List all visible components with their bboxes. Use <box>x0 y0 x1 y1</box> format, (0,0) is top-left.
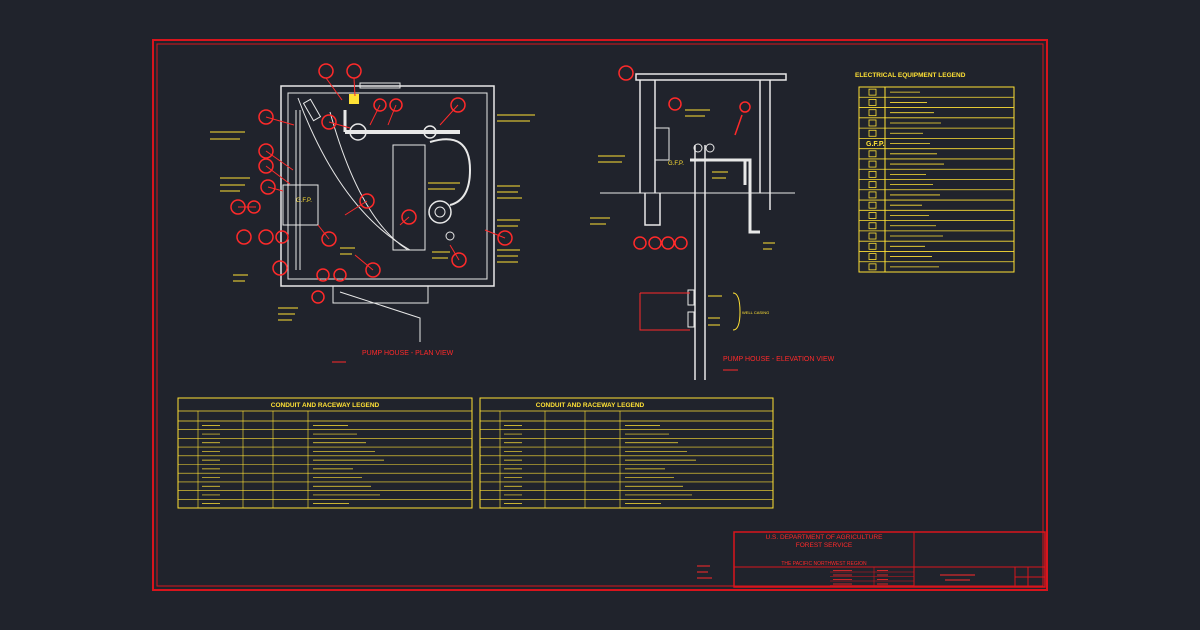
well-casing <box>694 145 706 380</box>
plan-view: G.F.P. <box>210 63 535 363</box>
legend-symbol <box>868 160 877 168</box>
electrical-legend-title: ELECTRICAL EQUIPMENT LEGEND <box>855 72 966 79</box>
gauge-1 <box>693 143 703 153</box>
legend-gfp-symbol: G.F.P. <box>866 141 885 148</box>
legend-symbol <box>868 242 877 250</box>
roof <box>635 73 787 81</box>
plan-inner-wall <box>287 92 488 280</box>
legend-symbol <box>868 119 877 127</box>
gauge-2 <box>705 143 715 153</box>
inner-border <box>156 43 1044 587</box>
pressure-tank <box>392 144 426 251</box>
legend-symbol <box>868 201 877 209</box>
legend-symbol <box>868 222 877 230</box>
pump-inner <box>434 206 446 218</box>
agency-line-1: U.S. DEPARTMENT OF AGRICULTURE <box>766 534 884 541</box>
pump-pipe-loop <box>429 138 472 206</box>
footing-left <box>644 193 661 226</box>
conduit-legend-right: CONDUIT AND RACEWAY LEGEND <box>479 397 774 509</box>
pump-circle <box>428 200 452 224</box>
plan-leaders <box>238 77 506 271</box>
plan-outer-wall <box>280 85 495 287</box>
pump-bracket <box>732 292 741 331</box>
conduit-left-title: CONDUIT AND RACEWAY LEGEND <box>271 402 380 409</box>
sheet-title-marks <box>940 574 975 581</box>
light-fixture <box>302 98 322 122</box>
elevation-notes <box>590 109 775 326</box>
plan-door-frame <box>332 285 429 304</box>
legend-symbol <box>868 263 877 271</box>
legend-symbol <box>868 232 877 240</box>
elevation-callouts <box>618 65 751 250</box>
electrical-legend: ELECTRICAL EQUIPMENT LEGEND G.F.P. <box>855 72 1015 273</box>
conduit-right-title: CONDUIT AND RACEWAY LEGEND <box>536 402 645 409</box>
plan-notes <box>210 114 535 321</box>
legend-rows <box>859 88 1014 271</box>
conduit-left-box <box>177 397 473 509</box>
valve-circle <box>445 231 455 241</box>
legend-symbol <box>868 150 877 158</box>
legend-symbol <box>868 170 877 178</box>
agency-line-2: FOREST SERVICE <box>796 542 853 549</box>
plan-callouts <box>230 63 513 304</box>
legend-symbol <box>868 129 877 137</box>
title-block: U.S. DEPARTMENT OF AGRICULTURE FOREST SE… <box>697 531 1046 588</box>
plan-junction-box <box>349 94 359 104</box>
swing-arc-2 <box>329 111 409 251</box>
outer-border <box>152 39 1048 591</box>
elev-leader <box>734 114 743 136</box>
door-swing <box>339 291 421 342</box>
well-casing-label: WELL CASING <box>742 310 769 315</box>
legend-symbol <box>868 88 877 96</box>
legend-symbol <box>868 109 877 117</box>
wall-conduit <box>295 110 301 270</box>
pump-body <box>687 311 695 328</box>
legend-symbol <box>868 99 877 106</box>
legend-symbol <box>868 253 877 260</box>
elevation-view: G.F.P. WELL CASING PUMP HOUSE - ELEVATIO… <box>590 65 835 380</box>
title-block-box <box>733 531 1046 588</box>
conduit-right-box <box>479 397 774 509</box>
plan-roof-vent <box>359 82 401 89</box>
pump-motor <box>687 289 695 306</box>
revision-marks <box>697 565 712 579</box>
legend-symbol <box>868 181 877 189</box>
legend-symbol <box>868 191 877 199</box>
elev-panel <box>654 127 670 161</box>
plan-view-title: PUMP HOUSE - PLAN VIEW <box>362 350 454 357</box>
pipe-valve-2 <box>423 125 437 139</box>
well-dim <box>639 292 690 331</box>
legend-symbol <box>868 212 877 219</box>
gfp-plan-label: G.F.P. <box>296 198 312 204</box>
elevation-view-title: PUMP HOUSE - ELEVATION VIEW <box>723 356 835 363</box>
elev-pipe <box>690 158 760 234</box>
conduit-legend-left: CONDUIT AND RACEWAY LEGEND <box>177 397 473 509</box>
region-line: THE PACIFIC NORTHWEST REGION <box>781 561 867 567</box>
gfp-elev-label: G.F.P. <box>668 161 684 167</box>
pipe-valve <box>349 123 367 141</box>
